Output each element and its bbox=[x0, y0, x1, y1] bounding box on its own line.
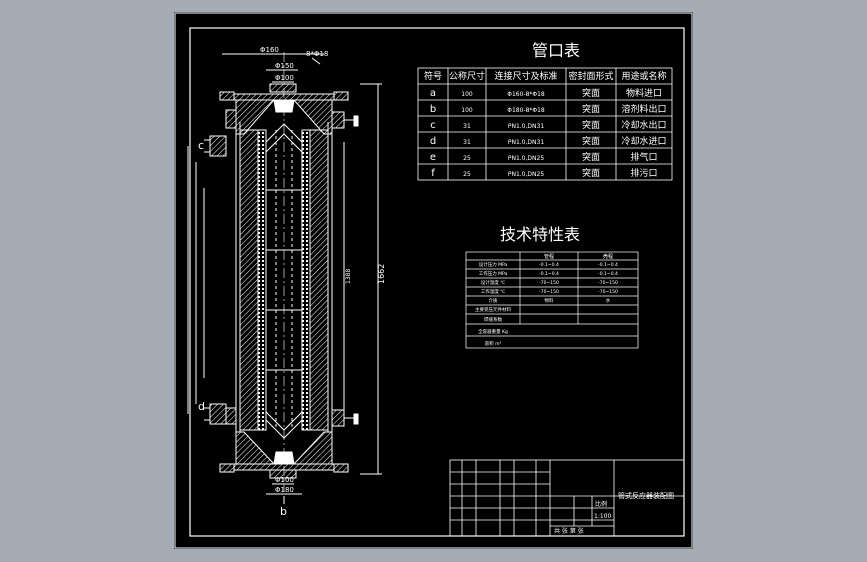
tech-table-shell-value: -0.1~0.4 bbox=[598, 271, 618, 277]
title-block bbox=[449, 459, 685, 537]
sheet-count: 共 张 第 张 bbox=[554, 527, 584, 535]
dim-inner-length: 1388 bbox=[345, 269, 352, 284]
dim-top-flange: Φ160 bbox=[260, 46, 279, 54]
tech-table bbox=[465, 251, 639, 349]
nozzle-table-cell: Φ160-8*Φ18 bbox=[507, 91, 545, 98]
tech-table-label: 设计压力 MPa bbox=[479, 261, 508, 268]
tech-table-label: 设计温度 ℃ bbox=[481, 279, 505, 286]
outer-frame bbox=[174, 12, 693, 549]
nozzle-table-cell: PN1.0,DN25 bbox=[508, 155, 544, 162]
scale-label: 比例 bbox=[595, 500, 607, 508]
dim-total-length: 1662 bbox=[377, 264, 386, 284]
nozzle-table-header: 公称尺寸 bbox=[449, 70, 485, 82]
nozzle-table-cell: f bbox=[431, 168, 435, 179]
nozzle-table-cell: 排污口 bbox=[630, 167, 657, 179]
nozzle-table-cell: PN1.0,DN25 bbox=[508, 171, 544, 178]
dim-bolt: 8*Φ18 bbox=[306, 50, 328, 58]
nozzle-table-cell: 突面 bbox=[582, 167, 600, 179]
nozzle-table-cell: 冷却水进口 bbox=[621, 135, 666, 147]
nozzle-table-cell: 冷却水出口 bbox=[621, 119, 666, 131]
tech-table-label: 全容器重量 Kg bbox=[478, 328, 508, 335]
drawing-name: 管式反应器装配图 bbox=[618, 491, 674, 500]
nozzle-table-cell: 溶剂料出口 bbox=[621, 103, 666, 115]
nozzle-table-cell: b bbox=[430, 104, 436, 115]
tech-table-header: 壳程 bbox=[603, 253, 613, 260]
nozzle-label-b: b bbox=[280, 505, 287, 518]
nozzle-table-cell: 排气口 bbox=[630, 151, 657, 163]
dim-bottom-flange: Φ180 bbox=[275, 486, 294, 494]
tech-table-label: 工作压力 MPa bbox=[479, 270, 508, 277]
nozzle-table-cell: e bbox=[430, 152, 436, 163]
nozzle-table-cell: 突面 bbox=[582, 119, 600, 131]
nozzle-label-d: d bbox=[198, 400, 205, 413]
tech-table-label: 介质 bbox=[489, 297, 498, 304]
nozzle-table-cell: d bbox=[430, 136, 436, 147]
nozzle-table-header: 密封面形式 bbox=[568, 70, 613, 82]
nozzle-table-cell: 突面 bbox=[582, 135, 600, 147]
tech-table-shell-value: -70~150 bbox=[598, 280, 618, 286]
tech-table-tube-value: -0.1~0.4 bbox=[539, 262, 559, 268]
inner-frame bbox=[189, 27, 685, 537]
nozzle-table-cell: 100 bbox=[461, 91, 473, 98]
nozzle-table-cell: 100 bbox=[461, 107, 473, 114]
dim-bottom-small: Φ100 bbox=[275, 476, 294, 484]
nozzle-table-cell: Φ180-8*Φ18 bbox=[507, 107, 545, 114]
tech-table-tube-value: 物料 bbox=[545, 297, 554, 304]
nozzle-table bbox=[417, 67, 673, 181]
tech-table-label: 焊缝系数 bbox=[484, 316, 502, 323]
assembly-drawing: Φ160 8*Φ18 Φ150 Φ100 Φ100 Φ180 1662 1388… bbox=[174, 12, 693, 549]
tech-table-shell-value: 水 bbox=[606, 297, 611, 304]
tech-table-tube-value: -70~150 bbox=[539, 289, 559, 295]
tech-table-shell-value: -0.1~0.4 bbox=[598, 262, 618, 268]
dim-top-mid: Φ150 bbox=[275, 62, 294, 70]
tech-table-shell-value: -70~150 bbox=[598, 289, 618, 295]
tech-table-label: 主要受压元件材料 bbox=[475, 306, 511, 313]
tech-table-label: 工作温度 ℃ bbox=[481, 288, 505, 295]
nozzle-table-header: 连接尺寸及标准 bbox=[494, 70, 557, 82]
nozzle-table-cell: 31 bbox=[463, 139, 471, 146]
dim-top-small: Φ100 bbox=[275, 74, 294, 82]
nozzle-table-header: 用途或名称 bbox=[621, 70, 666, 82]
tech-table-label: 容积 m³ bbox=[485, 340, 502, 347]
tech-table-header: 管程 bbox=[544, 253, 554, 260]
nozzle-table-cell: 25 bbox=[463, 155, 471, 162]
nozzle-table-cell: 物料进口 bbox=[626, 87, 662, 99]
nozzle-table-cell: 31 bbox=[463, 123, 471, 130]
vessel-drawing bbox=[187, 52, 382, 504]
scale-value: 1:100 bbox=[594, 513, 611, 520]
nozzle-table-cell: 25 bbox=[463, 171, 471, 178]
nozzle-table-cell: 突面 bbox=[582, 87, 600, 99]
tech-table-title: 技术特性表 bbox=[500, 225, 580, 244]
nozzle-table-cell: 突面 bbox=[582, 151, 600, 163]
tech-table-tube-value: -70~150 bbox=[539, 280, 559, 286]
nozzle-table-header: 符号 bbox=[424, 70, 442, 82]
nozzle-table-cell: PN1.0,DN31 bbox=[508, 123, 544, 130]
nozzle-table-cell: 突面 bbox=[582, 103, 600, 115]
drawing-sheet: Φ160 8*Φ18 Φ150 Φ100 Φ100 Φ180 1662 1388… bbox=[174, 12, 693, 549]
nozzle-table-cell: PN1.0,DN31 bbox=[508, 139, 544, 146]
nozzle-table-cell: c bbox=[430, 120, 436, 131]
tech-table-tube-value: -0.1~0.4 bbox=[539, 271, 559, 277]
nozzle-table-cell: a bbox=[430, 88, 436, 99]
nozzle-label-c: c bbox=[198, 139, 204, 152]
nozzle-table-title: 管口表 bbox=[532, 41, 580, 60]
